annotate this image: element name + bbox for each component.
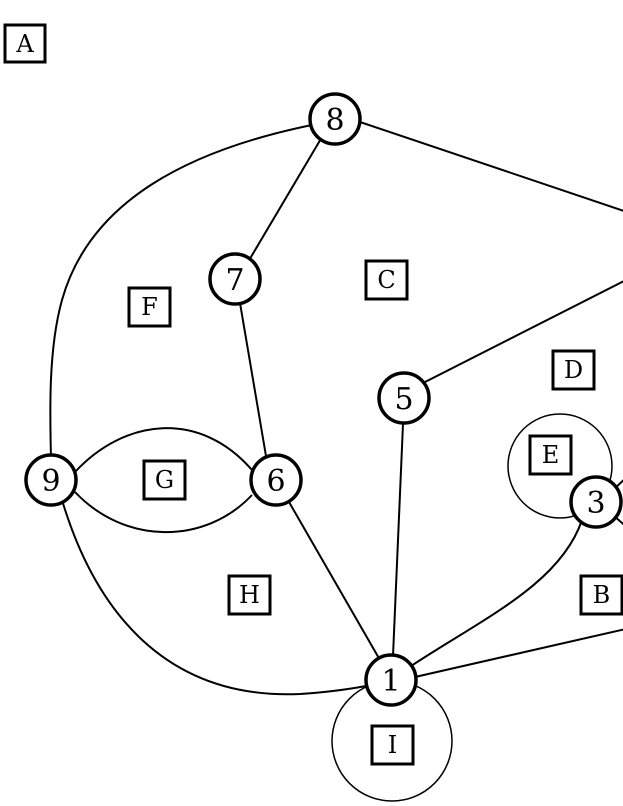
- node-7: 7: [208, 252, 262, 306]
- edge-8-right: [359, 121, 623, 212]
- face-F: F: [127, 286, 172, 328]
- svg-text:9: 9: [41, 464, 60, 499]
- svg-text:G: G: [155, 466, 174, 494]
- svg-text:B: B: [593, 581, 611, 609]
- face-H: H: [227, 574, 272, 616]
- svg-text:E: E: [542, 441, 560, 469]
- edge-8-9: [49, 124, 313, 459]
- svg-text:I: I: [388, 731, 397, 759]
- svg-text:5: 5: [394, 382, 413, 417]
- svg-text:D: D: [564, 356, 583, 384]
- edge-9-6-upper: [74, 427, 253, 473]
- loop-3: [507, 413, 613, 519]
- face-G: G: [142, 459, 187, 501]
- face-A: A: [3, 23, 47, 64]
- edge-9-1: [61, 499, 367, 696]
- svg-text:3: 3: [586, 486, 605, 521]
- edge-1-right: [414, 628, 623, 678]
- face-E: E: [528, 434, 573, 476]
- edge-3-1: [407, 519, 583, 669]
- edge-6-1: [288, 501, 381, 661]
- face-C: C: [364, 259, 409, 301]
- svg-text:1: 1: [381, 664, 400, 699]
- node-5: 5: [377, 371, 431, 425]
- node-6: 6: [249, 453, 303, 507]
- face-D: D: [551, 349, 596, 391]
- svg-text:8: 8: [325, 103, 344, 138]
- svg-text:F: F: [141, 293, 158, 321]
- svg-text:H: H: [239, 581, 260, 609]
- edge-8-7: [247, 136, 323, 263]
- edge-5-right: [424, 280, 623, 383]
- svg-text:6: 6: [266, 464, 285, 499]
- face-labels: A F C D E G H B: [3, 23, 623, 766]
- face-I: I: [370, 724, 415, 766]
- svg-text:7: 7: [225, 263, 244, 298]
- node-1: 1: [364, 653, 418, 707]
- edge-5-1: [392, 423, 404, 657]
- node-9: 9: [24, 453, 78, 507]
- edge-7-6: [239, 302, 267, 457]
- edge-9-6-lower: [74, 491, 253, 534]
- nodes: 8 7 5 9 6 3 1: [24, 92, 623, 707]
- face-B: B: [579, 574, 623, 616]
- svg-text:C: C: [377, 266, 395, 294]
- svg-text:A: A: [15, 30, 34, 58]
- node-8: 8: [308, 92, 362, 146]
- node-3: 3: [569, 475, 623, 529]
